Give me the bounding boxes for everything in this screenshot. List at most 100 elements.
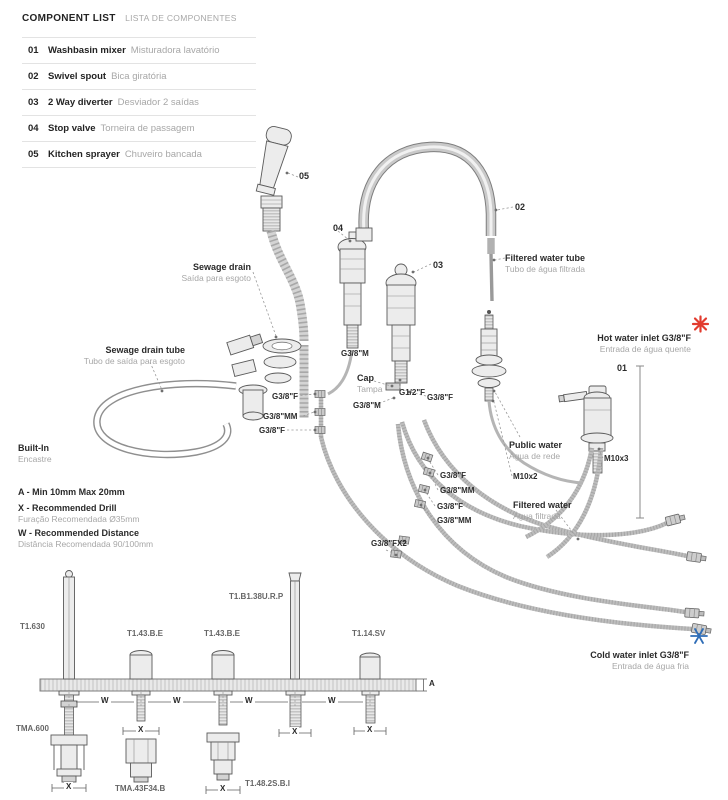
- public-water-drawing: [471, 310, 507, 402]
- hoses-drawing: [314, 349, 712, 636]
- note-w-pt: Distância Recomendada 90/100mm: [18, 539, 154, 550]
- label-hot-water-inlet: Hot water inlet G3/8"F Entrada de água q…: [597, 332, 691, 356]
- fitting-g38mm-3: G3/8"MM: [437, 516, 472, 525]
- dim-a: A: [427, 679, 437, 690]
- hot-water-icon: [691, 315, 710, 333]
- component-list: COMPONENT LIST LISTA DE COMPONENTES 01 W…: [22, 8, 256, 168]
- fitting-g38f-3: G3/8"F: [259, 426, 286, 435]
- dim-x-1: X: [64, 782, 74, 793]
- label-cold-water-inlet-pt: Entrada de água fria: [611, 661, 689, 672]
- component-name-pt: Torneira de passagem: [100, 123, 195, 134]
- component-list-title-pt: LISTA DE COMPONENTES: [125, 13, 237, 23]
- fitting-g38mm-1: G3/8"MM: [263, 412, 298, 421]
- component-name-pt: Bica giratória: [111, 71, 167, 82]
- label-hot-water-inlet-en: Hot water inlet G3/8"F: [597, 333, 691, 343]
- label-filtered-water-en: Filtered water: [513, 500, 572, 510]
- label-public-water-en: Public water: [509, 440, 563, 450]
- fitting-g38m-2: G3/8"M: [353, 401, 381, 410]
- dim-x-2: X: [136, 725, 146, 736]
- t143be-1-drawing: [122, 650, 160, 783]
- dim-x-5: X: [365, 725, 375, 736]
- component-number: 01: [28, 45, 39, 56]
- component-name-en: Washbasin mixer: [48, 45, 126, 56]
- label-filtered-water-pt: Água filtrada: [513, 511, 561, 522]
- label-filtered-water: Filtered water Água filtrada: [513, 499, 572, 523]
- component-number: 03: [28, 97, 39, 108]
- part-code-tma43f34b: TMA.43F34.B: [115, 784, 166, 793]
- label-cap: Cap Tampa: [357, 372, 383, 396]
- callout-03: 03: [433, 260, 444, 270]
- fitting-g38f-5: G3/8"F: [437, 502, 464, 511]
- fitting-m10x3: M10x3: [604, 454, 629, 463]
- label-cold-water-inlet-en: Cold water inlet G3/8"F: [590, 650, 689, 660]
- swivel-spout-drawing: [355, 141, 497, 242]
- label-sewage-drain-en: Sewage drain: [192, 262, 251, 272]
- part-code-tma600: TMA.600: [16, 724, 49, 733]
- component-name-pt: Chuveiro bancada: [124, 149, 202, 160]
- leader-lines: [149, 171, 604, 557]
- sewage-drain-drawing: [226, 333, 309, 421]
- callout-02: 02: [515, 202, 526, 212]
- w-dimension-lines: [68, 692, 371, 708]
- countertop-drawing: [39, 678, 427, 692]
- component-name-pt: Misturadora lavatório: [130, 45, 220, 56]
- part-code-t1482sbi: T1.48.2S.B.I: [245, 779, 290, 788]
- fitting-g38f-1: G3/8"F: [427, 393, 454, 402]
- component-row-01: 01 Washbasin mixer Misturadora lavatório: [22, 37, 256, 63]
- t114sv-drawing: [353, 652, 387, 735]
- fitting-g38f-2: G3/8"F: [272, 392, 299, 401]
- fitting-g38mm-2: G3/8"MM: [440, 486, 475, 495]
- label-filtered-water-tube-pt: Tubo de água filtrada: [505, 264, 586, 275]
- component-name-pt: Desviador 2 saídas: [117, 97, 199, 108]
- label-cap-pt: Tampa: [357, 384, 383, 395]
- component-row-03: 03 2 Way diverter Desviador 2 saídas: [22, 89, 256, 115]
- label-built-in: Built-In Encastre: [18, 442, 52, 466]
- fitting-g38fx2: G3/8"FX2: [371, 539, 407, 548]
- label-cold-water-inlet: Cold water inlet G3/8"F Entrada de água …: [590, 649, 689, 673]
- label-built-in-pt: Encastre: [18, 454, 52, 465]
- callout-04: 04: [333, 223, 344, 233]
- component-number: 05: [28, 149, 39, 160]
- dim-x-3: X: [218, 784, 228, 795]
- label-sewage-drain-tube: Sewage drain tube Tubo de saída para esg…: [84, 344, 185, 368]
- callout-05: 05: [299, 171, 310, 181]
- fitting-g38f-4: G3/8"F: [440, 471, 467, 480]
- label-cap-en: Cap: [357, 373, 375, 383]
- label-filtered-water-tube-en: Filtered water tube: [505, 253, 586, 263]
- part-code-t143be-1: T1.43.B.E: [127, 629, 164, 638]
- note-w: W - Recommended Distance Distância Recom…: [18, 527, 153, 551]
- part-code-t114sv: T1.14.SV: [352, 629, 386, 638]
- dim-w-3: W: [243, 696, 255, 707]
- dim-w-4: W: [326, 696, 338, 707]
- dim-w-1: W: [99, 696, 111, 707]
- component-row-04: 04 Stop valve Torneira de passagem: [22, 115, 256, 141]
- note-a: A - Min 10mm Max 20mm: [18, 487, 125, 497]
- dim-w-2: W: [171, 696, 183, 707]
- sewage-drain-tube-drawing: [93, 379, 237, 459]
- label-sewage-drain-tube-en: Sewage drain tube: [105, 345, 185, 355]
- component-row-02: 02 Swivel spout Bica giratória: [22, 63, 256, 89]
- component-number: 02: [28, 71, 39, 82]
- part-code-t1630: T1.630: [20, 622, 45, 631]
- fitting-g38m-1: G3/8"M: [341, 349, 369, 358]
- label-public-water-pt: Água de rede: [509, 451, 561, 462]
- label-sewage-drain-tube-pt: Tubo de saída para esgoto: [83, 356, 185, 367]
- component-name-en: 2 Way diverter: [48, 97, 113, 108]
- label-sewage-drain-pt: Saída para esgoto: [181, 273, 251, 284]
- two-way-diverter-drawing: [385, 263, 417, 391]
- fitting-g12f: G1/2"F: [399, 388, 426, 397]
- t143be-2-drawing: [205, 650, 241, 794]
- stop-valve-drawing: [337, 231, 367, 349]
- label-hot-water-inlet-pt: Entrada de água quente: [599, 344, 691, 355]
- component-name-en: Kitchen sprayer: [48, 149, 120, 160]
- note-x-pt: Furação Recomendada Ø35mm: [18, 514, 140, 525]
- note-x-en: X - Recommended Drill: [18, 503, 117, 513]
- t1b138urp-drawing: [278, 572, 312, 737]
- component-list-title: COMPONENT LIST LISTA DE COMPONENTES: [22, 8, 256, 26]
- note-x: X - Recommended Drill Furação Recomendad…: [18, 502, 139, 526]
- part-code-t1b138urp: T1.B1.38U.R.P: [229, 592, 284, 601]
- label-filtered-water-tube: Filtered water tube Tubo de água filtrad…: [505, 252, 585, 276]
- dim-x-4: X: [290, 727, 300, 738]
